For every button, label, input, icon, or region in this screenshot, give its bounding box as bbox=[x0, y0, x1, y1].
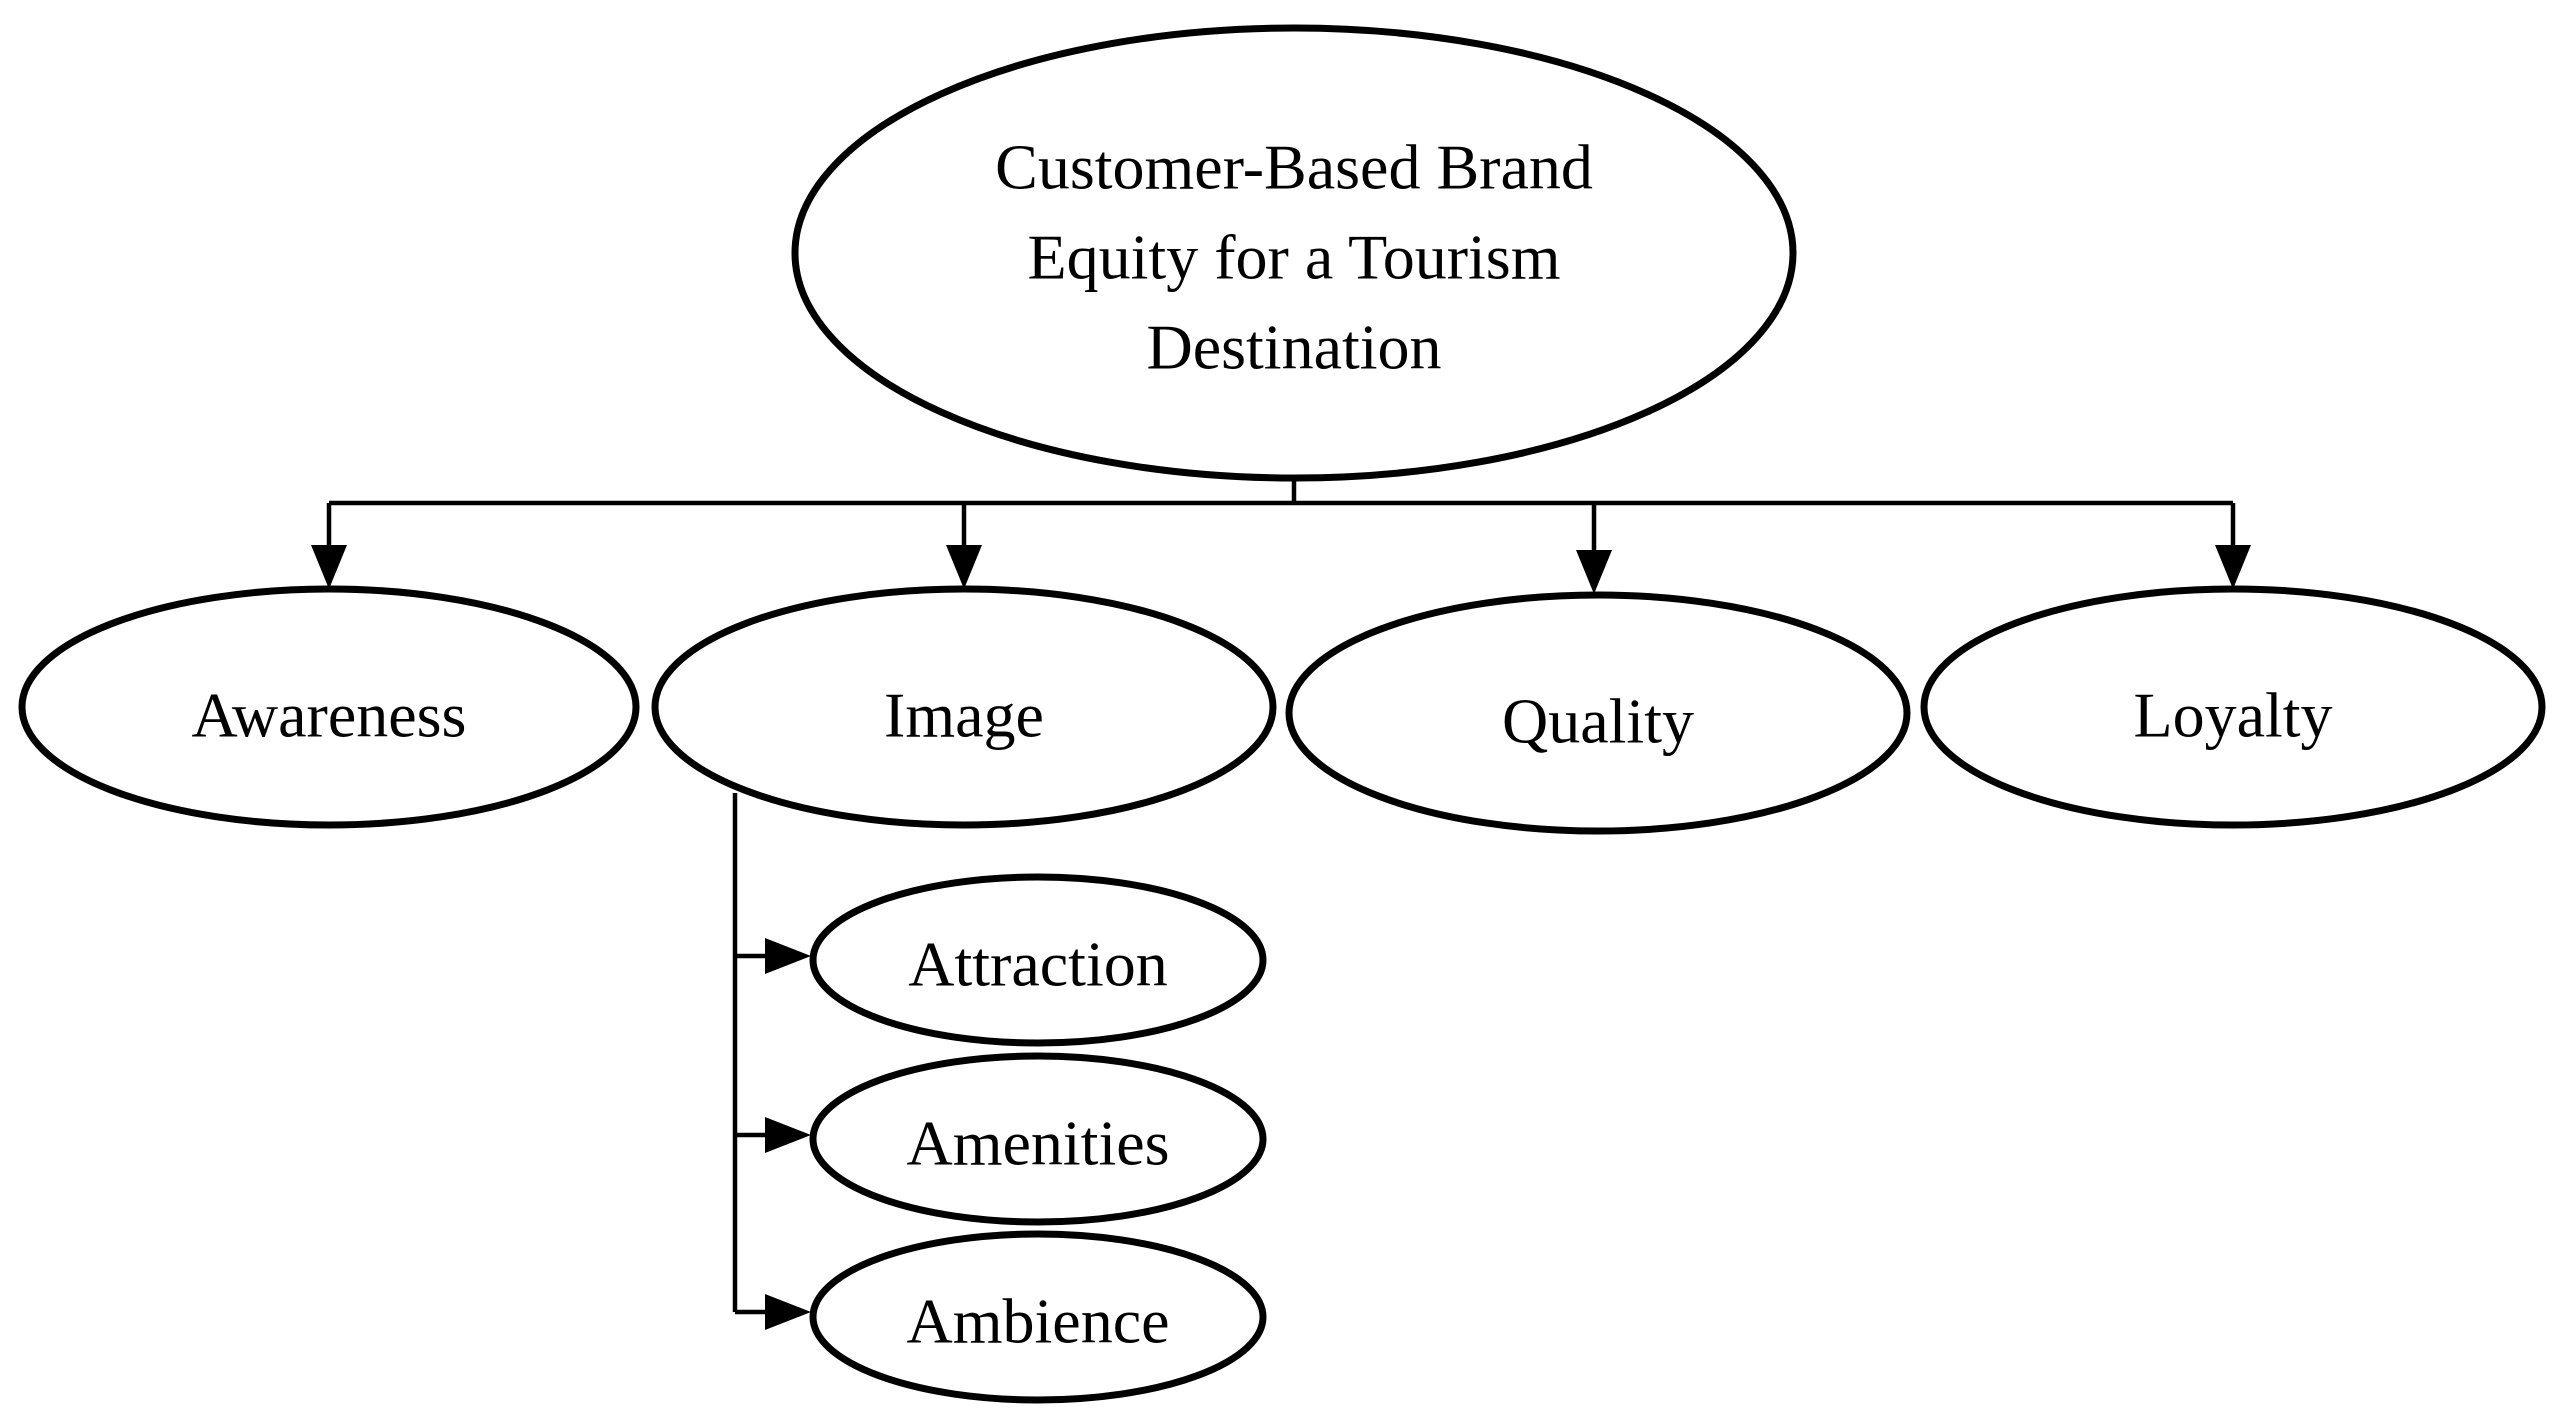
loyalty-label: Loyalty bbox=[2133, 680, 2332, 751]
image-ellipse bbox=[651, 585, 1277, 829]
root-label-line-2: Equity for a Tourism bbox=[1028, 222, 1561, 293]
arrowhead-attraction bbox=[765, 938, 811, 974]
ambience-label: Ambience bbox=[907, 1286, 1170, 1357]
awareness-ellipse bbox=[18, 585, 640, 829]
dimension-loyalty: Loyalty bbox=[1920, 585, 2546, 829]
arrowhead-quality bbox=[1576, 550, 1612, 594]
image-label: Image bbox=[884, 680, 1044, 751]
attraction-ellipse bbox=[809, 873, 1267, 1047]
arrowhead-awareness bbox=[311, 545, 347, 589]
ambience-ellipse bbox=[809, 1230, 1267, 1404]
root-label-line-3: Destination bbox=[1146, 312, 1441, 383]
loyalty-ellipse bbox=[1920, 585, 2546, 829]
dimension-image: Image bbox=[651, 585, 1277, 829]
image-sub-connectors bbox=[732, 793, 811, 1330]
attraction-label: Attraction bbox=[908, 929, 1167, 1000]
quality-ellipse bbox=[1285, 591, 1911, 835]
root-label-line-1: Customer-Based Brand bbox=[995, 132, 1593, 203]
arrowhead-amenities bbox=[765, 1117, 811, 1153]
arrowhead-image bbox=[946, 545, 982, 589]
dimension-quality: Quality bbox=[1285, 591, 1911, 835]
root-connectors bbox=[311, 478, 2251, 594]
subdimension-attraction: Attraction bbox=[809, 873, 1267, 1047]
subdimension-amenities: Amenities bbox=[809, 1052, 1267, 1226]
awareness-label: Awareness bbox=[192, 680, 467, 751]
amenities-ellipse bbox=[809, 1052, 1267, 1226]
amenities-label: Amenities bbox=[906, 1108, 1169, 1179]
arrowhead-ambience bbox=[765, 1294, 811, 1330]
root-node: Customer-Based Brand Equity for a Touris… bbox=[791, 24, 1797, 482]
dimension-awareness: Awareness bbox=[18, 585, 640, 829]
arrowhead-loyalty bbox=[2215, 545, 2251, 589]
quality-label: Quality bbox=[1502, 686, 1694, 757]
subdimension-ambience: Ambience bbox=[809, 1230, 1267, 1404]
